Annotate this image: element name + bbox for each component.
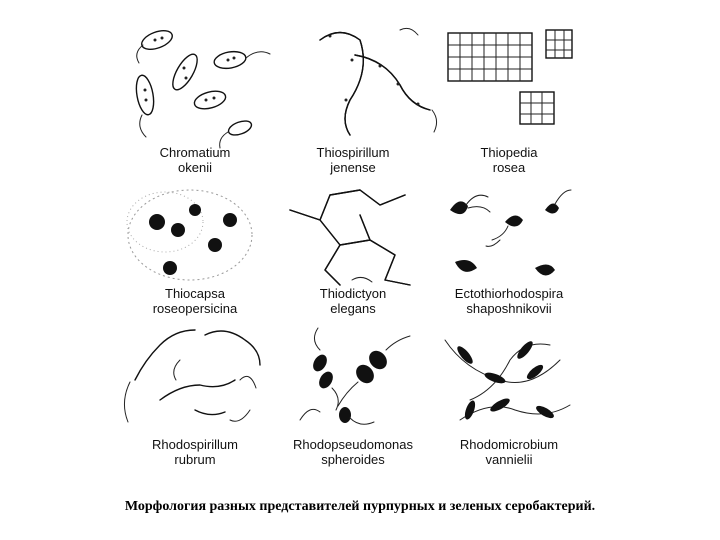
rhodopseudomonas-sketch xyxy=(299,327,411,425)
thiospirillum-sketch xyxy=(319,27,438,136)
ectothiorhodospira-sketch xyxy=(450,189,572,276)
thiopedia-species: rosea xyxy=(493,160,526,175)
thiodictyon-sketch xyxy=(289,189,411,286)
panel-chromatium: Chromatium okenii xyxy=(135,30,271,175)
thiodictyon-species: elegans xyxy=(330,301,376,316)
rhodopseudomonas-genus: Rhodopseudomonas xyxy=(293,437,413,452)
thiospirillum-species: jenense xyxy=(329,160,376,175)
panel-rhodopseudomonas: Rhodopseudomonas spheroides xyxy=(293,327,413,467)
rhodomicrobium-species: vannielii xyxy=(486,452,533,467)
thiopedia-sketch xyxy=(447,29,573,125)
thiopedia-genus: Thiopedia xyxy=(480,145,538,160)
panel-rhodospirillum: Rhodospirillum rubrum xyxy=(124,329,261,467)
chromatium-genus: Chromatium xyxy=(160,145,231,160)
rhodospirillum-species: rubrum xyxy=(174,452,215,467)
panel-ectothiorhodospira: Ectothiorhodospira shaposhnikovii xyxy=(450,189,572,316)
rhodopseudomonas-species: spheroides xyxy=(321,452,385,467)
rhodomicrobium-genus: Rhodomicrobium xyxy=(460,437,558,452)
rhodospirillum-genus: Rhodospirillum xyxy=(152,437,238,452)
thiocapsa-species: roseopersicina xyxy=(153,301,238,316)
thiodictyon-genus: Thiodictyon xyxy=(320,286,386,301)
panel-thiopedia: Thiopedia rosea xyxy=(447,29,573,175)
ectothiorhodospira-species: shaposhnikovii xyxy=(466,301,551,316)
ectothiorhodospira-genus: Ectothiorhodospira xyxy=(455,286,564,301)
chromatium-sketch xyxy=(135,30,271,149)
figure-caption: Морфология разных представителей пурпурн… xyxy=(124,499,596,514)
panel-thiospirillum: Thiospirillum jenense xyxy=(317,27,438,175)
thiocapsa-sketch xyxy=(126,189,253,281)
panel-thiodictyon: Thiodictyon elegans xyxy=(289,189,411,316)
thiocapsa-genus: Thiocapsa xyxy=(165,286,226,301)
chromatium-species: okenii xyxy=(178,160,212,175)
thiospirillum-genus: Thiospirillum xyxy=(317,145,390,160)
panel-thiocapsa: Thiocapsa roseopersicina xyxy=(126,189,253,316)
panel-rhodomicrobium: Rhodomicrobium vannielii xyxy=(444,339,571,467)
rhodomicrobium-sketch xyxy=(444,339,571,421)
rhodospirillum-sketch xyxy=(124,329,261,423)
